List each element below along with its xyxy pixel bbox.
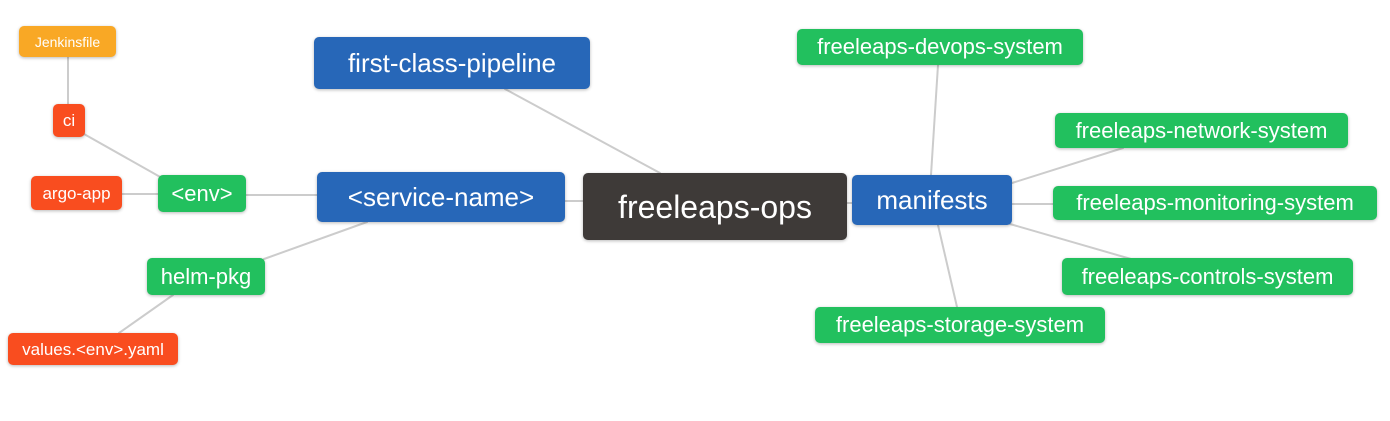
node-ci[interactable]: ci bbox=[53, 104, 85, 137]
node-freeleaps-controls-system[interactable]: freeleaps-controls-system bbox=[1062, 258, 1353, 295]
node-jenkinsfile[interactable]: Jenkinsfile bbox=[19, 26, 116, 57]
edge-manifests-to-freeleaps-network-system bbox=[1011, 147, 1124, 184]
node-freeleaps-devops-system[interactable]: freeleaps-devops-system bbox=[797, 29, 1083, 65]
edge-freeleaps-devops-system-to-manifests bbox=[930, 64, 939, 176]
node-helm-pkg[interactable]: helm-pkg bbox=[147, 258, 265, 295]
edge-values-env-yaml-to-helm-pkg bbox=[118, 294, 174, 334]
node-freeleaps-storage-system[interactable]: freeleaps-storage-system bbox=[815, 307, 1105, 343]
edge-manifests-to-freeleaps-storage-system bbox=[937, 224, 958, 308]
edge-ci-to-env bbox=[83, 133, 163, 179]
node-freeleaps-ops[interactable]: freeleaps-ops bbox=[583, 173, 847, 240]
node-argo-app[interactable]: argo-app bbox=[31, 176, 122, 210]
edge-manifests-to-freeleaps-controls-system bbox=[1009, 223, 1132, 260]
edge-first-class-pipeline-to-freeleaps-ops bbox=[504, 88, 661, 174]
node-freeleaps-monitoring-system[interactable]: freeleaps-monitoring-system bbox=[1053, 186, 1377, 220]
node-env[interactable]: <env> bbox=[158, 175, 246, 212]
edge-helm-pkg-to-service-name bbox=[263, 221, 368, 260]
node-values-env-yaml[interactable]: values.<env>.yaml bbox=[8, 333, 178, 365]
node-first-class-pipeline[interactable]: first-class-pipeline bbox=[314, 37, 590, 89]
node-freeleaps-network-system[interactable]: freeleaps-network-system bbox=[1055, 113, 1348, 148]
node-service-name[interactable]: <service-name> bbox=[317, 172, 565, 222]
node-manifests[interactable]: manifests bbox=[852, 175, 1012, 225]
